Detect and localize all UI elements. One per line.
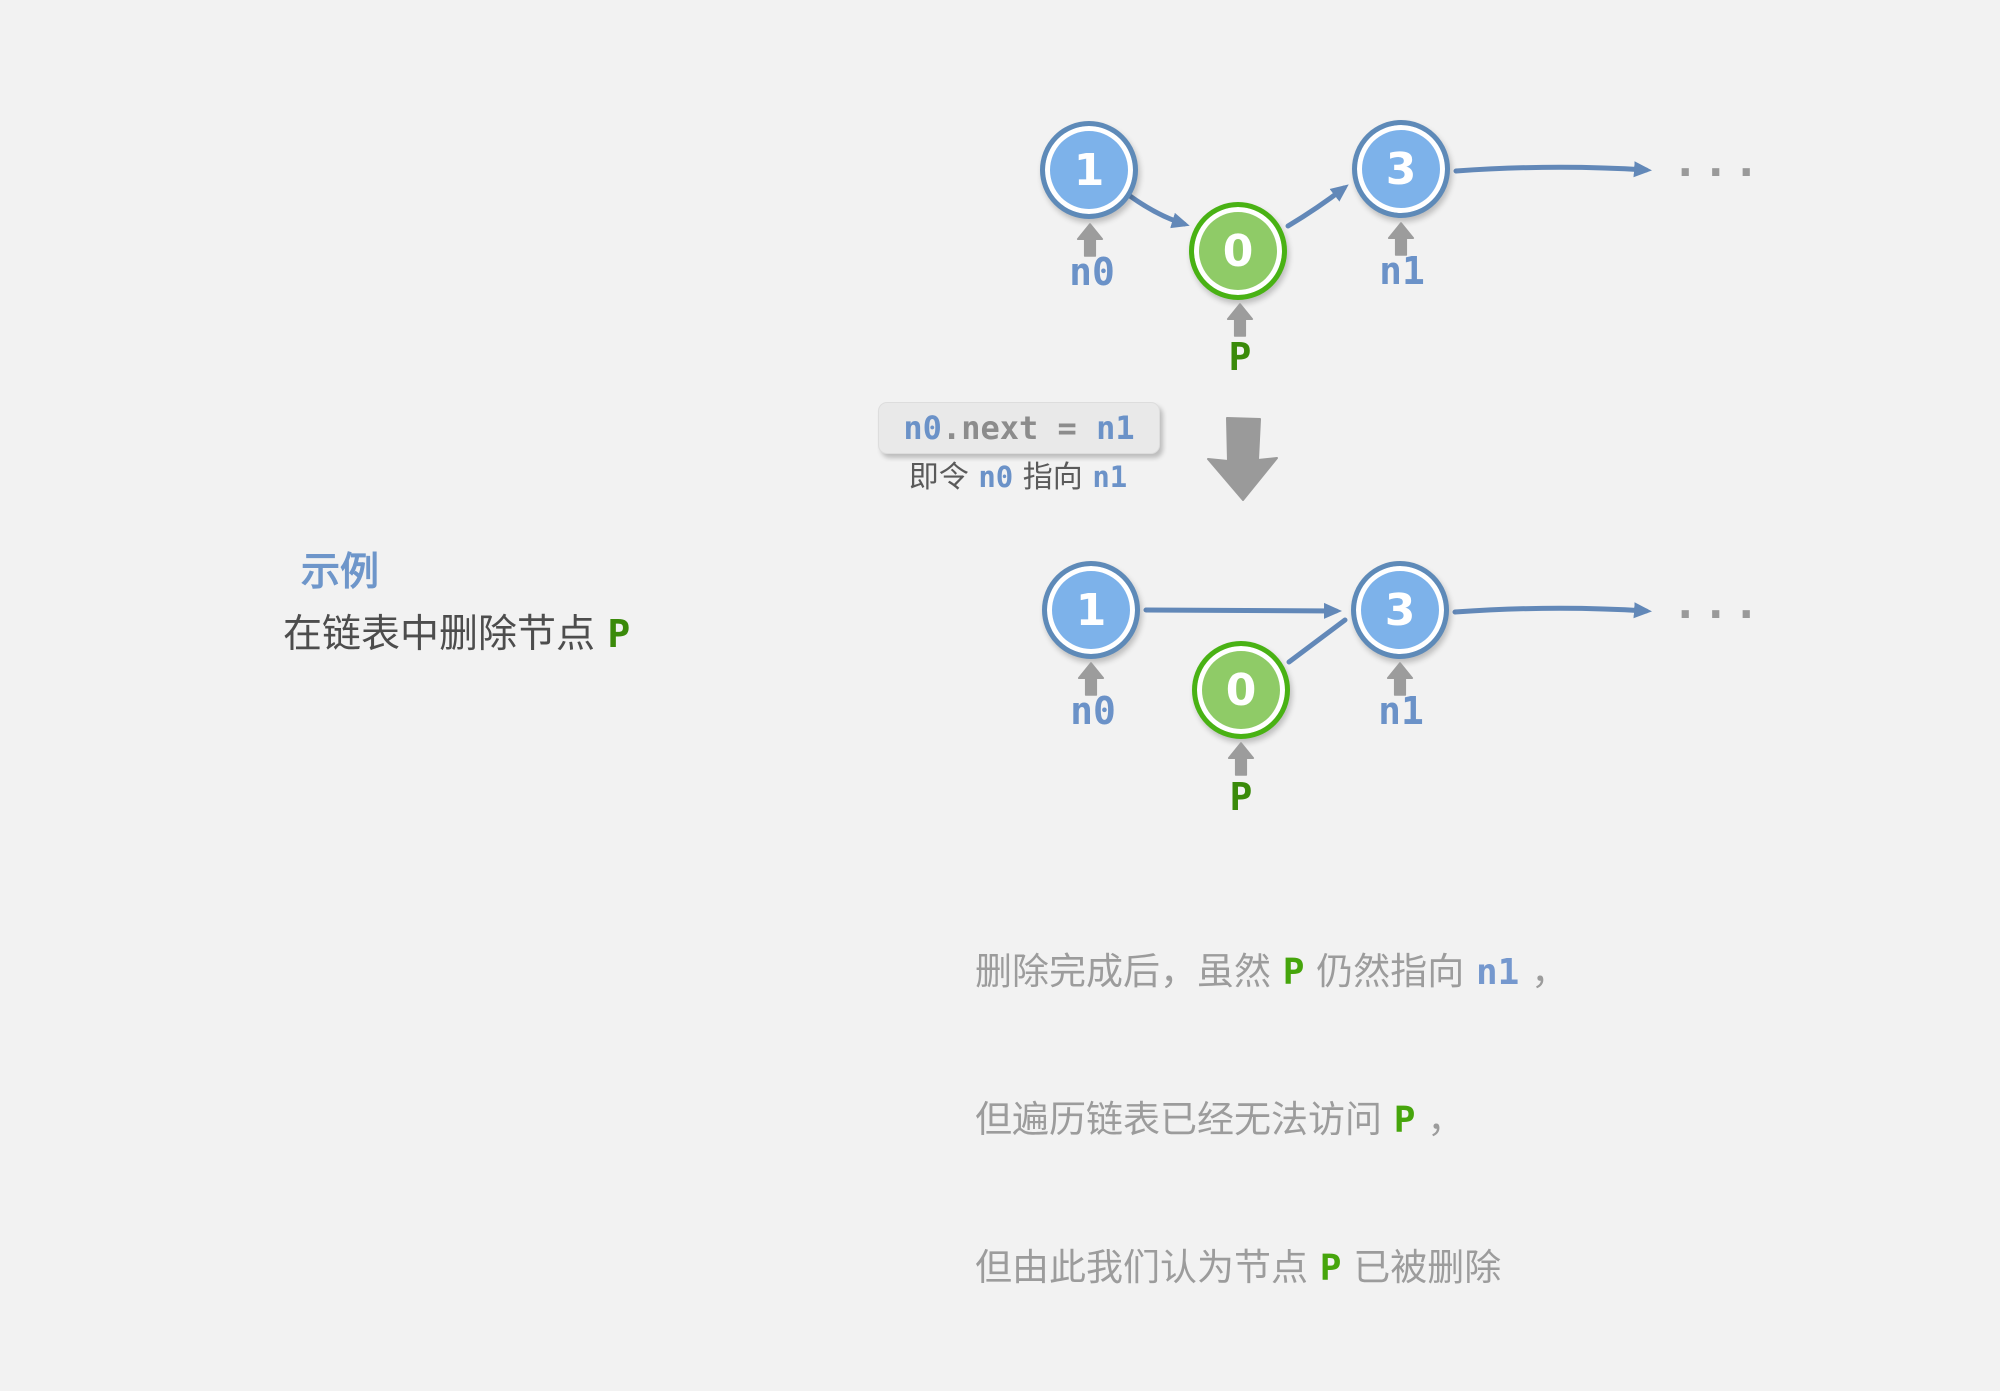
note-text: 已被删除 [1341, 1246, 1502, 1289]
note-text: 删除完成后，虽然 [975, 950, 1283, 993]
ellipsis-before: ... [1672, 136, 1764, 187]
pointer-up-icon [1226, 303, 1254, 337]
code-chip: n0.next = n1 [878, 402, 1160, 454]
caption-n1: n1 [1092, 460, 1128, 494]
node-3-before-value: 3 [1385, 143, 1417, 195]
pointer-up-icon [1387, 222, 1415, 256]
pointer-up-icon [1076, 223, 1104, 257]
note-text: ， [1519, 950, 1569, 993]
big-down-arrow-icon [1207, 417, 1278, 501]
node-0-before: 0 [1189, 202, 1287, 300]
node-0-after-value: 0 [1225, 664, 1257, 716]
edge-before-n0-to-p [1127, 193, 1190, 229]
explanation-note: 删除完成后，虽然 P 仍然指向 n1 ， 但遍历链表已经无法访问 P ， 但由此… [975, 849, 1568, 1391]
node-3-before: 3 [1352, 120, 1450, 218]
caption-mid: 指向 [1013, 460, 1093, 495]
note-line-2: 但遍历链表已经无法访问 P ， [975, 1095, 1568, 1145]
example-heading: 示例 [301, 550, 380, 595]
edge-before-n1-to-rest [1453, 161, 1652, 178]
note-text: 仍然指向 [1304, 950, 1476, 993]
note-line-3: 但由此我们认为节点 P 已被删除 [975, 1243, 1568, 1293]
note-token-p: P [1393, 1100, 1416, 1141]
node-1-before: 1 [1040, 121, 1138, 219]
ellipsis-after: ... [1672, 578, 1764, 629]
node-1-after: 1 [1042, 561, 1140, 659]
pointer-up-icon [1227, 742, 1255, 776]
code-n0: n0 [903, 409, 942, 447]
edge-after-p-to-n1 [1286, 617, 1348, 665]
note-token-p: P [1282, 952, 1305, 993]
code-operator: .next = [941, 409, 1097, 447]
code-caption: 即令 n0 指向 n1 [868, 461, 1168, 494]
pointer-up-icon [1386, 662, 1414, 696]
note-text: ， [1415, 1098, 1465, 1141]
pointer-label-n0-after: n0 [1070, 689, 1116, 733]
note-token-p: P [1319, 1248, 1342, 1289]
example-subtitle-target: P [607, 612, 631, 656]
edge-after-n1-to-rest [1452, 602, 1652, 619]
caption-n0: n0 [978, 460, 1014, 494]
caption-prefix: 即令 [908, 460, 979, 495]
pointer-label-p-before: P [1228, 335, 1252, 379]
node-0-after: 0 [1192, 641, 1290, 739]
code-n1: n1 [1096, 409, 1135, 447]
note-line-1: 删除完成后，虽然 P 仍然指向 n1 ， [975, 947, 1568, 997]
note-text: 但遍历链表已经无法访问 [975, 1098, 1394, 1141]
note-token-n1: n1 [1475, 952, 1520, 993]
node-1-before-value: 1 [1073, 144, 1105, 196]
pointer-label-n1-after: n1 [1378, 689, 1424, 733]
linked-list-deletion-figure: 1 0 3 n0 P n1 ... n0.next = n1 即令 n0 指向 … [283, 120, 1764, 1289]
pointer-label-p-after: P [1229, 775, 1253, 819]
edge-before-p-to-n1 [1285, 184, 1349, 229]
node-3-after-value: 3 [1384, 584, 1416, 636]
example-subtitle-text: 在链表中删除节点 [283, 612, 608, 657]
node-3-after: 3 [1351, 561, 1449, 659]
pointer-label-n0-before: n0 [1069, 250, 1115, 294]
node-0-before-value: 0 [1222, 225, 1254, 277]
example-subtitle: 在链表中删除节点 P [283, 612, 630, 659]
note-text: 但由此我们认为节点 [975, 1246, 1320, 1289]
node-1-after-value: 1 [1075, 584, 1107, 636]
pointer-label-n1-before: n1 [1379, 249, 1425, 293]
pointer-up-icon [1077, 662, 1105, 696]
edge-after-n0-to-n1 [1143, 602, 1342, 619]
